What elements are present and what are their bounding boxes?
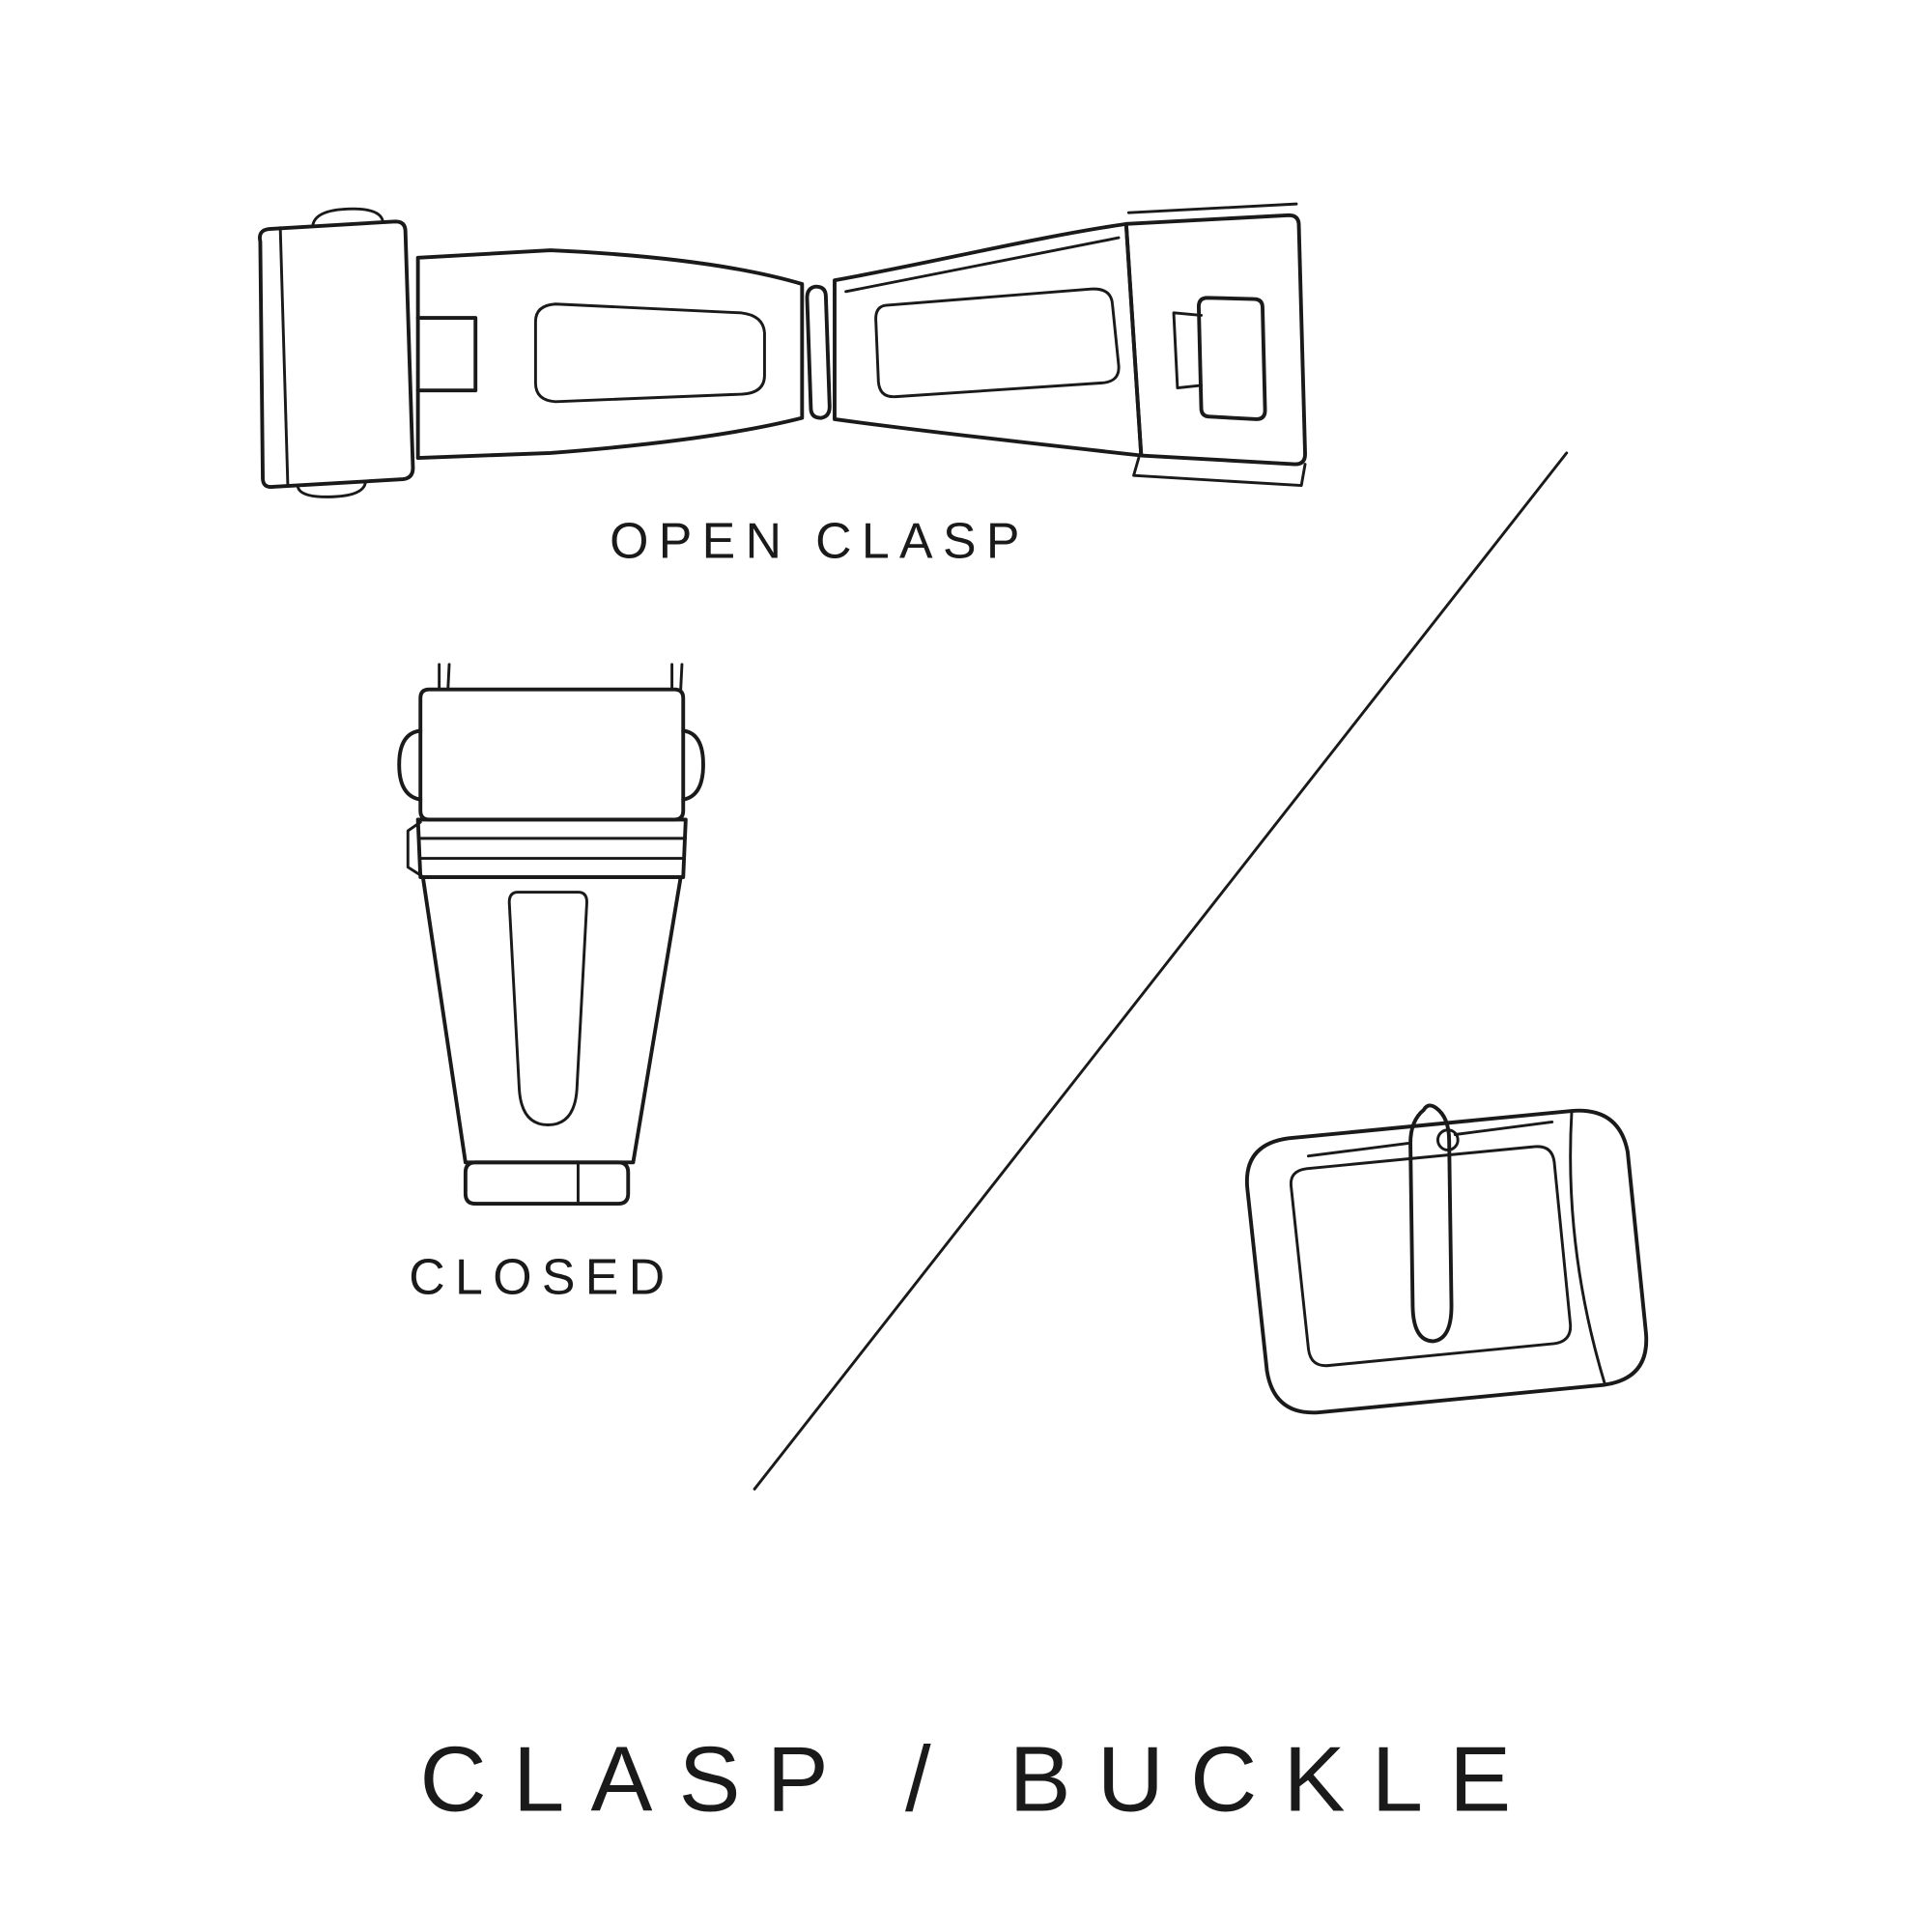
open-clasp-right-arm-cutout [874,287,1121,399]
open-clasp-right-arm [833,221,1144,458]
open-clasp-right-arm-edge-line [844,236,1121,294]
open-clasp-right-plate-hook [1172,311,1203,390]
open-clasp-left-arm-cutout [533,302,766,404]
buckle-pin-axle [1306,1120,1554,1158]
open-clasp-left-arm [415,248,805,461]
closed-clasp-foot [463,1160,631,1207]
closed-clasp-tab-left [438,663,451,692]
open-clasp-right-plate [1123,213,1307,467]
open-clasp-illustration [258,202,1307,498]
closed-clasp-ear-right [681,728,705,802]
open-clasp-left-block-fold-line [278,226,290,488]
buckle-right-bar-line [1569,1110,1606,1385]
open-clasp-left-arm-notch [415,316,478,393]
buckle-tongue [1408,1103,1454,1344]
divider-line [753,451,1569,1491]
buckle-inner-opening [1289,1145,1573,1368]
closed-clasp-body-slot [507,891,588,1126]
diagram-title: CLASP / BUCKLE [420,1727,1538,1831]
closed-clasp-label: CLOSED [409,1248,674,1304]
buckle-frame [1244,1108,1649,1415]
pin-buckle-illustration [1244,1103,1649,1415]
closed-clasp-tab-right [670,663,684,692]
closed-clasp-band [415,817,688,879]
open-clasp-right-plate-bottom-strip [1132,456,1307,488]
open-clasp-left-block-bottom-bump [296,481,367,498]
closed-clasp-body [420,875,683,1165]
open-clasp-left-block [258,219,415,489]
open-clasp-right-plate-hole [1196,296,1267,421]
closed-clasp-ear-left [397,728,423,802]
open-clasp-label: OPEN CLASP [610,513,1030,569]
open-clasp-hinge [805,284,832,420]
open-clasp-right-plate-top-strip [1126,202,1298,214]
closed-clasp-illustration [397,663,705,1207]
closed-clasp-band-bevel [406,820,423,878]
closed-clasp-cover [418,687,686,822]
open-clasp-left-block-top-bump [311,207,384,227]
